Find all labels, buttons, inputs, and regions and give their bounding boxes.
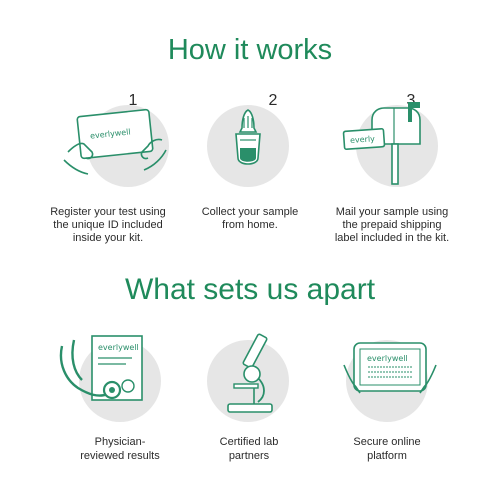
feature-caption: Physician- reviewed results: [80, 436, 160, 462]
step-number: 2: [268, 92, 278, 109]
tablet-icon: everlywell: [343, 342, 437, 394]
what-sets-us-apart-heading: What sets us apart: [124, 273, 376, 306]
card-brand-text: everlywell: [90, 127, 131, 140]
feature-caption: Secure online platform: [353, 436, 421, 462]
step-caption: Mail your sample using the prepaid shipp…: [334, 206, 450, 244]
mailbox-icon: everly: [342, 102, 421, 185]
tablet-brand-text: everlywell: [367, 354, 408, 363]
step-caption: Register your test using the unique ID i…: [50, 206, 166, 244]
envelope-brand-text: everly: [350, 134, 376, 145]
step-caption: Collect your sample from home.: [201, 206, 299, 231]
stethoscope-certificate-icon: everlywell: [59, 335, 143, 401]
certificate-brand-text: everlywell: [98, 343, 139, 352]
sample-dropper-icon: [235, 109, 261, 165]
microscope-icon: [227, 333, 273, 413]
how-it-works-heading: How it works: [167, 34, 333, 66]
step-number: 3: [406, 92, 416, 109]
hands-holding-card-icon: everlywell: [63, 108, 167, 175]
step-number: 1: [128, 92, 138, 109]
feature-caption: Certified lab partners: [219, 436, 279, 462]
